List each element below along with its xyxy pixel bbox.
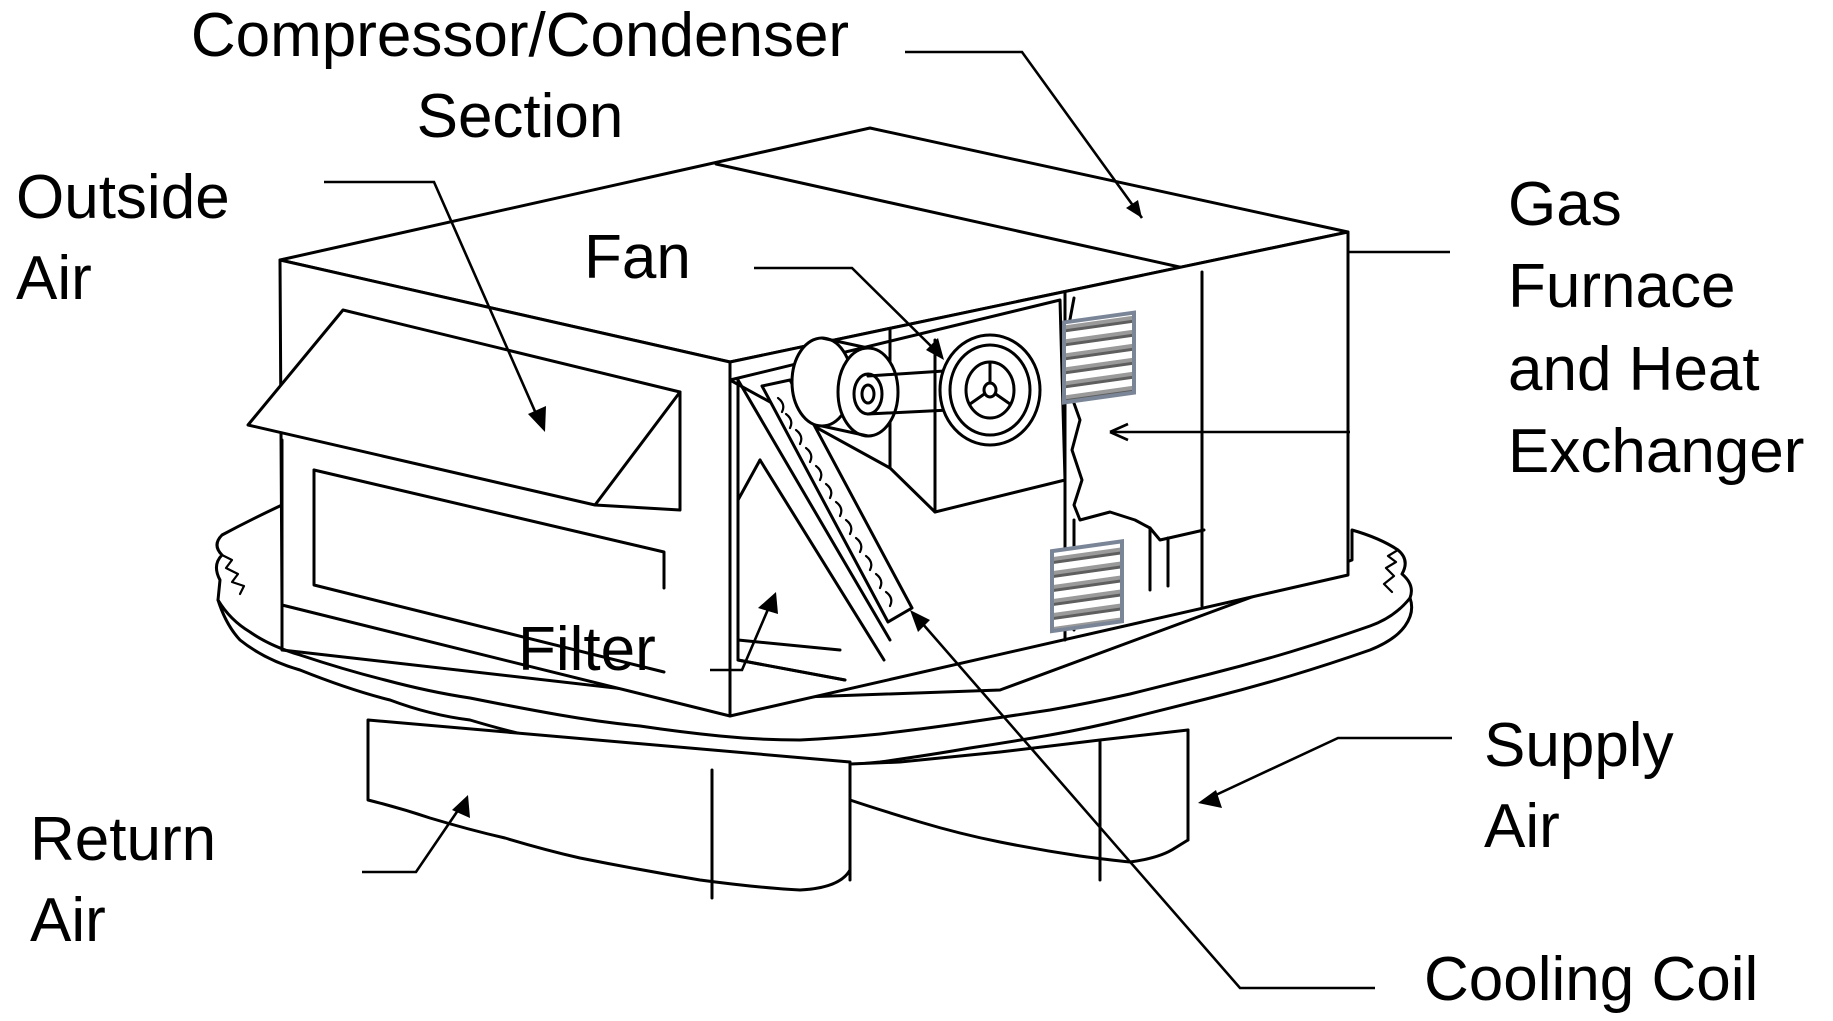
label-filter: Filter [518, 615, 656, 684]
label-compressor-condenser: Compressor/Condenser Section [190, 1, 850, 151]
label-supply-air: Supply Air [1484, 711, 1674, 861]
label-outside-air: Outside Air [16, 163, 230, 313]
label-cooling-coil: Cooling Coil [1424, 945, 1759, 1014]
gas-furnace-heat-exchanger [1050, 296, 1206, 634]
fan-assembly [790, 333, 1042, 447]
arrow-cooling-coil [910, 610, 930, 632]
supply-air-duct [848, 728, 1190, 882]
arrow-gas-furnace [1109, 422, 1129, 442]
arrow-filter [758, 592, 778, 614]
louver-upper [1062, 310, 1136, 405]
label-return-air: Return Air [30, 805, 217, 955]
arrow-fan [926, 338, 944, 360]
arrow-supply-air [1198, 790, 1222, 808]
louver-lower [1050, 539, 1124, 634]
label-fan: Fan [584, 223, 691, 292]
return-air-duct [366, 718, 852, 900]
leader-lines [324, 50, 1452, 990]
cooling-coil [760, 378, 914, 624]
outside-air-hood [246, 308, 682, 674]
arrow-outside-air [528, 406, 546, 432]
arrow-compressor [1126, 200, 1142, 218]
arrow-return-air [452, 795, 470, 818]
label-gas-furnace: Gas Furnace and Heat Exchanger [1508, 170, 1805, 487]
